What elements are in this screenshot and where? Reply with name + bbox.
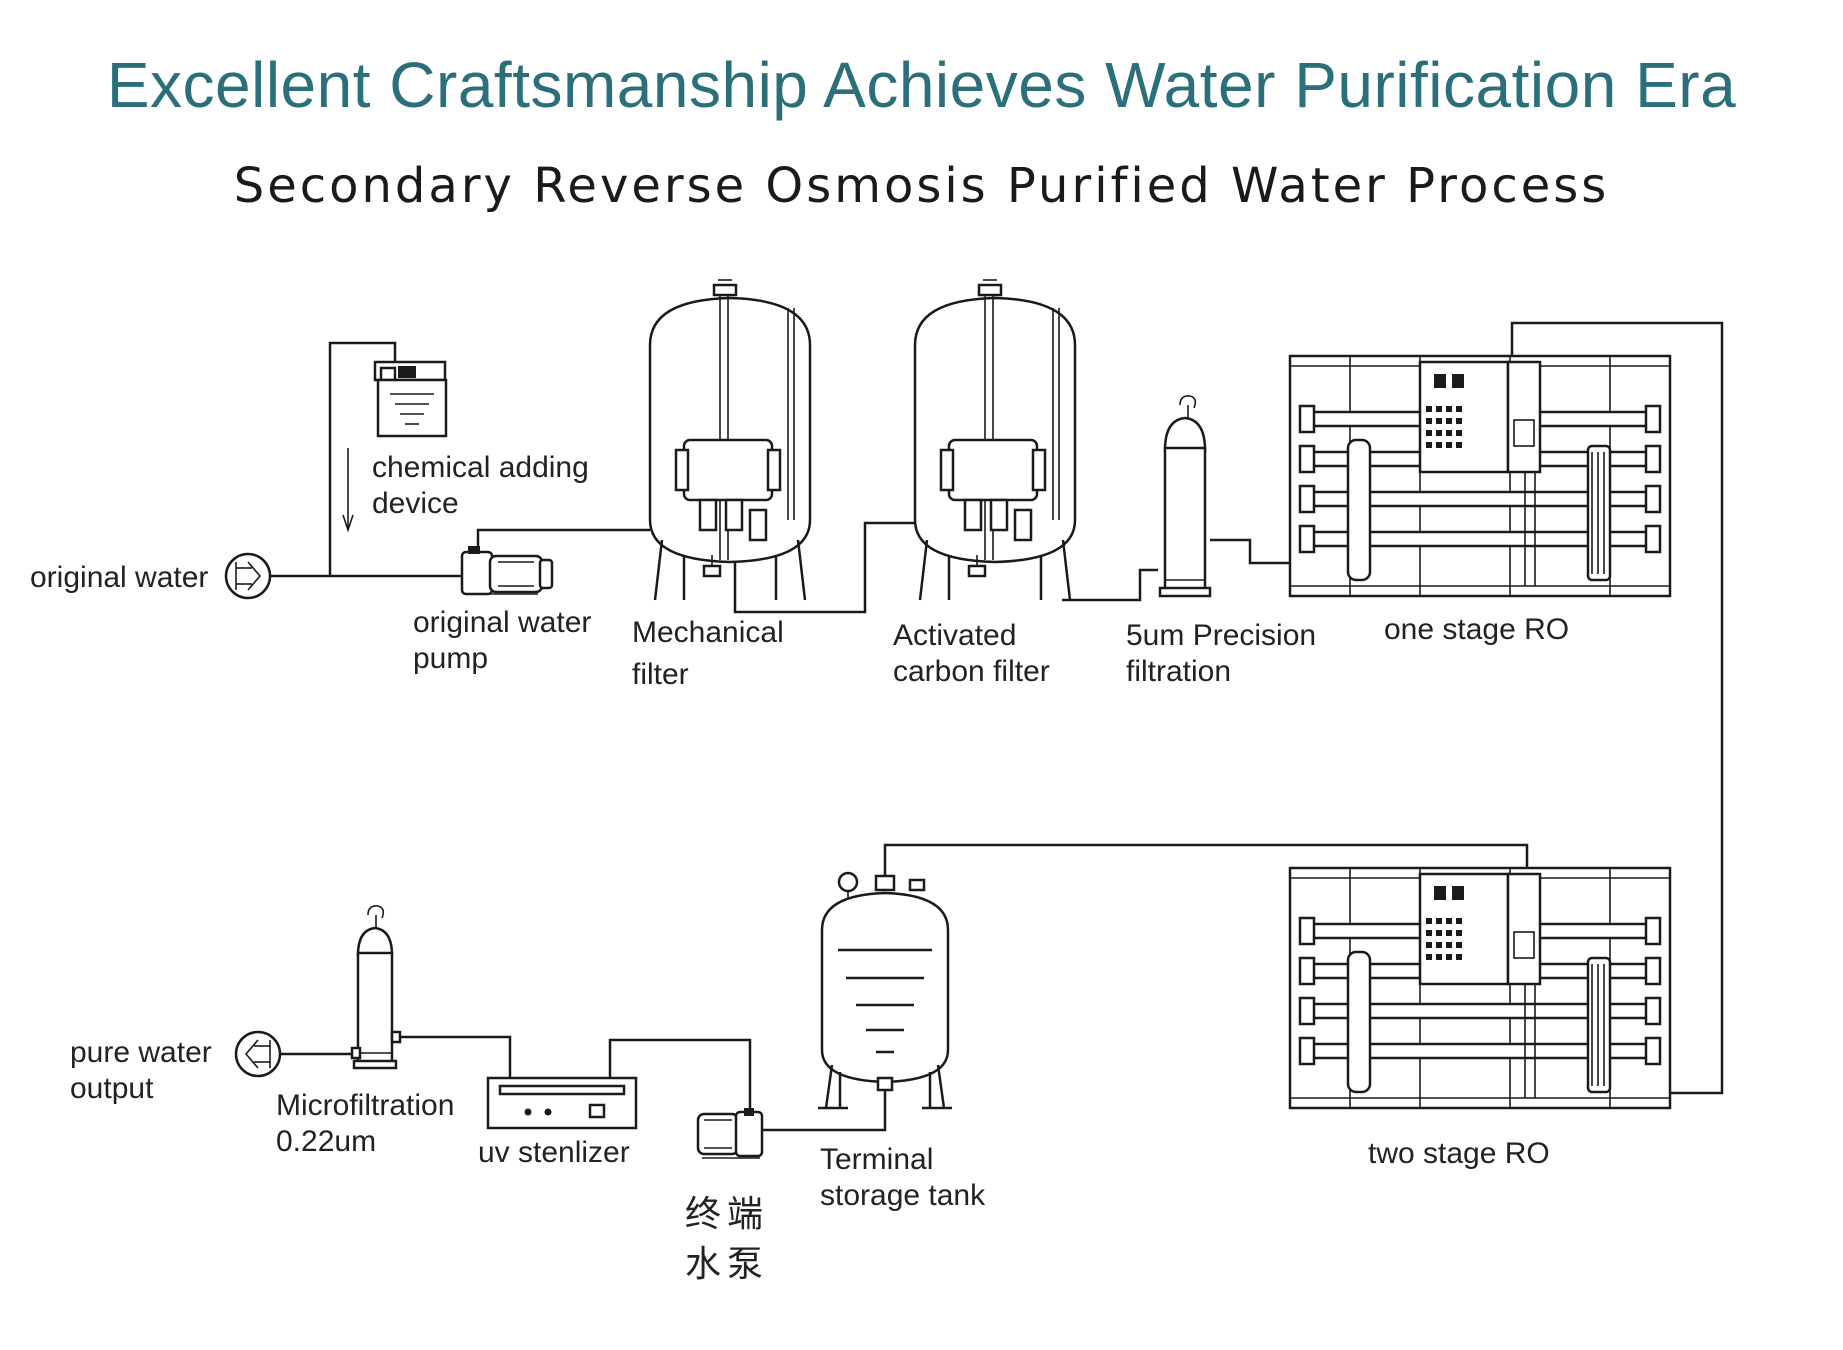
pipe-tank-pump: [760, 1085, 887, 1132]
pipe-ro1-ro2: [1510, 321, 1724, 1095]
pipe-pump-uv: [608, 1038, 752, 1115]
mechanical-filter: [648, 279, 812, 601]
label-terminal-storage-tank: Terminal storage tank: [820, 1143, 986, 1212]
inlet-arrow-icon: [224, 552, 272, 600]
label-original-water: original water: [30, 561, 209, 594]
label-chemical-adding-device: chemical adding device: [372, 451, 589, 520]
page-subtitle: Secondary Reverse Osmosis Purified Water…: [233, 158, 1610, 214]
pipe-precision-ro1: [1210, 538, 1290, 565]
pipe-uv-micro: [400, 1035, 512, 1078]
label-original-water-pump: original water pump: [413, 606, 592, 675]
original-water-pump: [460, 546, 554, 596]
terminal-storage-tank: [818, 871, 952, 1110]
label-activated-carbon-filter: Activated carbon filter: [893, 619, 1050, 688]
label-pure-water-output: pure water output: [70, 1036, 212, 1105]
label-precision-filtration: 5um Precision filtration: [1126, 619, 1317, 688]
page-title: Excellent Craftsmanship Achieves Water P…: [106, 49, 1737, 121]
pipe-pump-mech: [476, 528, 650, 552]
label-one-stage-ro: one stage RO: [1384, 613, 1570, 646]
label-two-stage-ro: two stage RO: [1368, 1137, 1550, 1170]
microfiltration-filter: [350, 905, 402, 1070]
label-microfiltration: Microfiltration 0.22um: [276, 1089, 455, 1158]
outlet-arrow-icon: [234, 1030, 282, 1078]
pipe-carbon-precision: [1062, 568, 1158, 602]
precision-filter: [1158, 395, 1212, 598]
pipe-chemical: [328, 341, 397, 576]
uv-sterilizer: [486, 1076, 638, 1130]
label-mechanical-filter: Mechanical filter: [632, 616, 784, 691]
pipe-ro2-tank: [883, 843, 1529, 875]
pipes: [270, 321, 1724, 1132]
two-stage-ro-unit: [1288, 866, 1672, 1110]
terminal-water-pump: [696, 1108, 764, 1159]
label-terminal-pump-cn: 终端水泵: [685, 1194, 770, 1285]
activated-carbon-filter: [913, 279, 1077, 601]
chemical-adding-device: [342, 360, 448, 533]
label-uv-sterilizer: uv stenlizer: [478, 1136, 630, 1169]
one-stage-ro-unit: [1288, 354, 1672, 598]
